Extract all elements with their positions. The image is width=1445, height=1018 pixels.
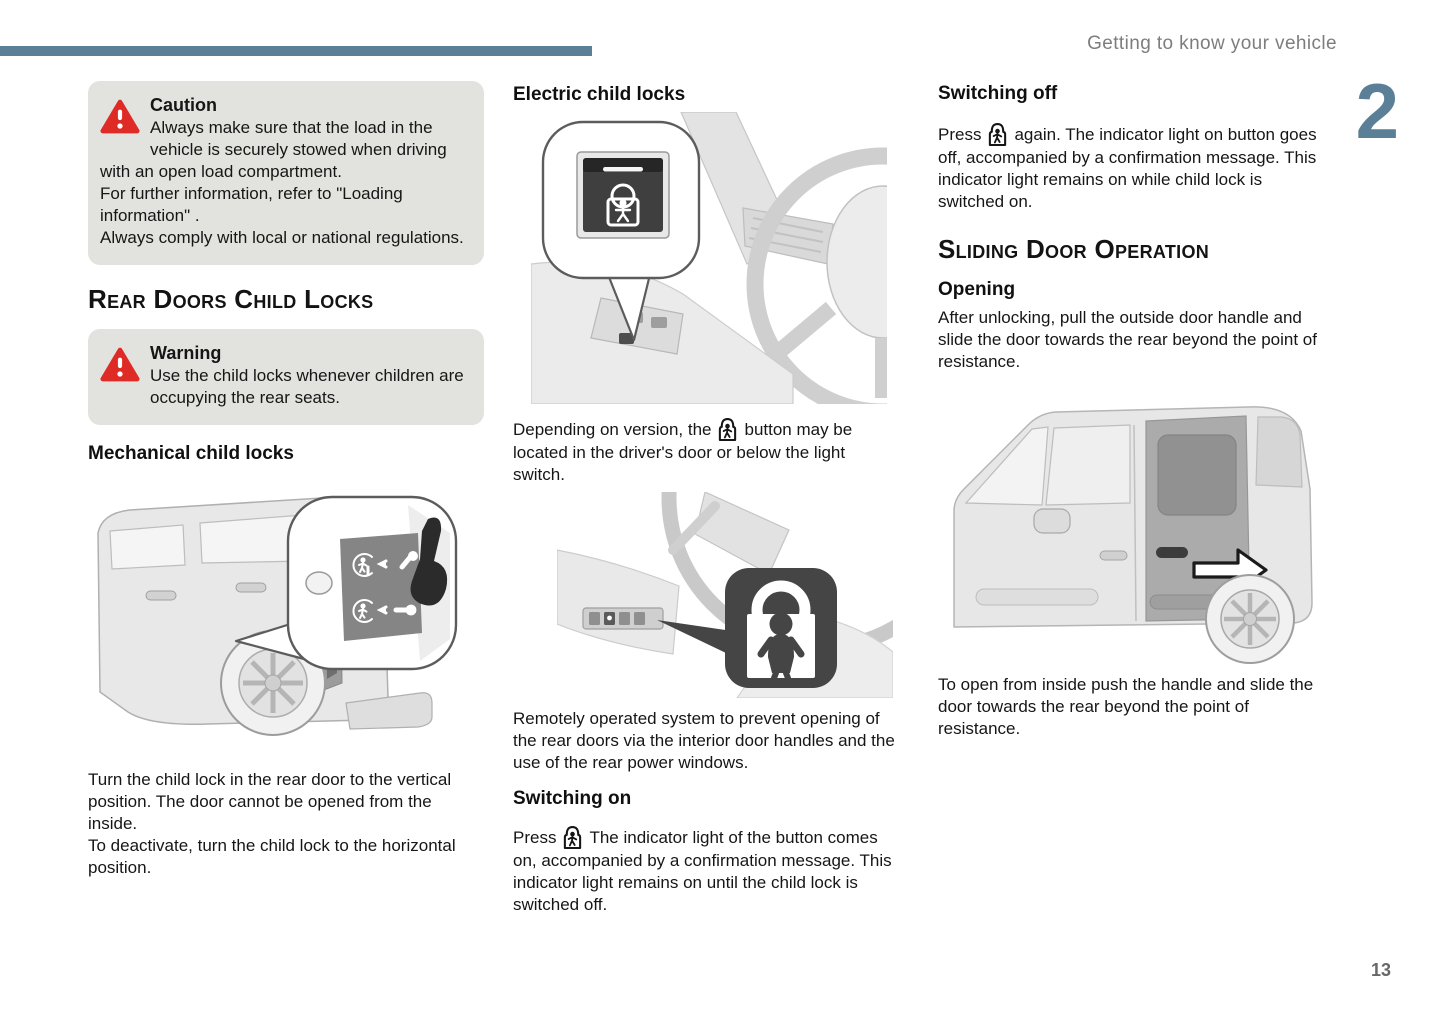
chapter-number: 2 [1355,67,1399,155]
sliding-door-illustration [953,406,1313,664]
press-off-after: again. The indicator light on button goe… [938,125,1317,211]
heading-switching-on: Switching on [513,788,632,809]
open-inside-text: To open from inside push the handle and … [938,674,1314,738]
remote-text: Remotely operated system to prevent open… [513,709,895,772]
electric-child-locks-illustration [531,112,887,404]
page-header: Getting to know your vehicle [1087,33,1337,54]
press-off-before: Press [938,125,982,144]
child-lock-icon [716,416,739,442]
warning-triangle-icon [100,346,140,388]
accent-bar [0,46,592,56]
caution-title: Caution [150,95,217,115]
left-column: Caution Always make sure that the load i… [88,81,484,879]
depending-before: Depending on version, the [513,420,712,439]
mechanical-child-locks-illustration [97,495,458,736]
warning-box: Warning Use the child locks whenever chi… [88,328,484,425]
opening-text: After unlocking, pull the outside door h… [938,307,1317,371]
heading-electric-child-locks: Electric child locks [513,84,686,105]
section-title-sliding-door-operation: Sliding Door Operation [938,234,1210,264]
child-lock-icon [986,121,1009,147]
caution-text: Always make sure that the load in the ve… [100,118,464,247]
subheading-mechanical-child-locks: Mechanical child locks [88,442,294,464]
warning-triangle-icon [100,98,140,140]
caution-box: Caution Always make sure that the load i… [88,81,484,265]
heading-opening: Opening [938,278,1016,300]
mechanical-text: Turn the child lock in the rear door to … [88,769,456,877]
section-title-rear-doors-child-locks: Rear Doors Child Locks [88,284,374,314]
heading-switching-off: Switching off [938,83,1058,104]
child-lock-icon [561,824,584,850]
page-number: 13 [1370,960,1391,980]
warning-text: Use the child locks whenever children ar… [150,365,464,407]
press-on-before: Press [513,828,557,847]
press-on-after: The indicator light of the button comes … [513,828,892,914]
warning-title: Warning [150,342,222,363]
middle-column: Electric child locks [513,84,899,916]
depending-after: button may be located in the driver's do… [513,420,853,484]
remote-system-illustration [557,492,893,698]
